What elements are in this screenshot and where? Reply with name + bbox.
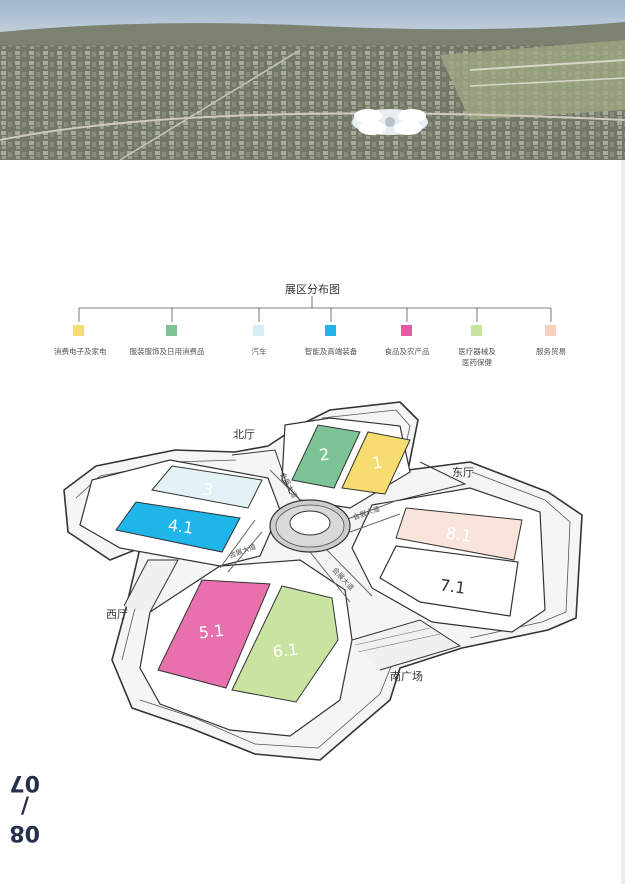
hall-7-1-block: 7.1	[379, 545, 519, 617]
legend-label-medical: 医疗器械及 医药保健	[458, 347, 496, 367]
label-north-hall: 北厅	[233, 428, 255, 441]
page-number-slash: /	[20, 794, 30, 819]
aerial-city-photo	[0, 0, 625, 160]
legend-swatch-equipment	[325, 325, 336, 336]
legend-swatch-service-trade	[545, 325, 556, 336]
exhibition-hall-map: 2 1 3 4.1 8.1 7.1 5.1 6.1 会展大道 会展大道 会展大道…	[63, 401, 583, 761]
hall-6-1-label: 6.1	[272, 640, 299, 662]
page-number-bottom: 08	[9, 820, 40, 845]
hall-5-1-label: 5.1	[198, 621, 225, 643]
central-ring	[269, 499, 351, 553]
hall-1-label: 1	[371, 452, 384, 472]
legend-label-automobile: 汽车	[251, 347, 267, 356]
label-south-plaza: 南广场	[390, 669, 423, 683]
legend-swatch-automobile	[253, 325, 264, 336]
hall-3-label: 3	[201, 479, 214, 499]
hall-2-block: 2	[291, 424, 361, 489]
hall-4-1-label: 4.1	[167, 515, 195, 537]
hall-2-label: 2	[318, 444, 331, 464]
legend-label-food: 食品及农产品	[384, 347, 430, 356]
legend-label-consumer-electronics: 消费电子及家电	[54, 347, 107, 356]
hall-8-1-label: 8.1	[445, 523, 473, 545]
label-west-hall: 西厅	[106, 608, 128, 621]
legend-label-service-trade: 服务贸易	[536, 347, 566, 356]
hall-1-block: 1	[341, 431, 411, 495]
hall-8-1-block: 8.1	[395, 507, 523, 561]
legend-tree-lines	[78, 296, 552, 322]
hall-7-1-label: 7.1	[439, 575, 467, 597]
hall-3-block: 3	[151, 465, 263, 509]
legend-title: 展区分布图	[285, 283, 340, 296]
hall-4-1-block: 4.1	[115, 501, 241, 553]
legend-swatch-food	[401, 325, 412, 336]
legend-swatch-consumer-electronics	[73, 325, 84, 336]
legend-swatch-medical	[471, 325, 482, 336]
page-edge-strip	[621, 160, 625, 884]
hall-5-1-block: 5.1	[157, 579, 271, 689]
page-number-top: 07	[9, 770, 40, 795]
legend-swatch-apparel	[166, 325, 177, 336]
label-east-hall: 东厅	[452, 466, 474, 479]
hall-6-1-block: 6.1	[231, 585, 339, 703]
legend-label-apparel: 服装服饰及日用消费品	[129, 347, 205, 356]
legend-label-equipment: 智能及高端装备	[304, 347, 358, 356]
